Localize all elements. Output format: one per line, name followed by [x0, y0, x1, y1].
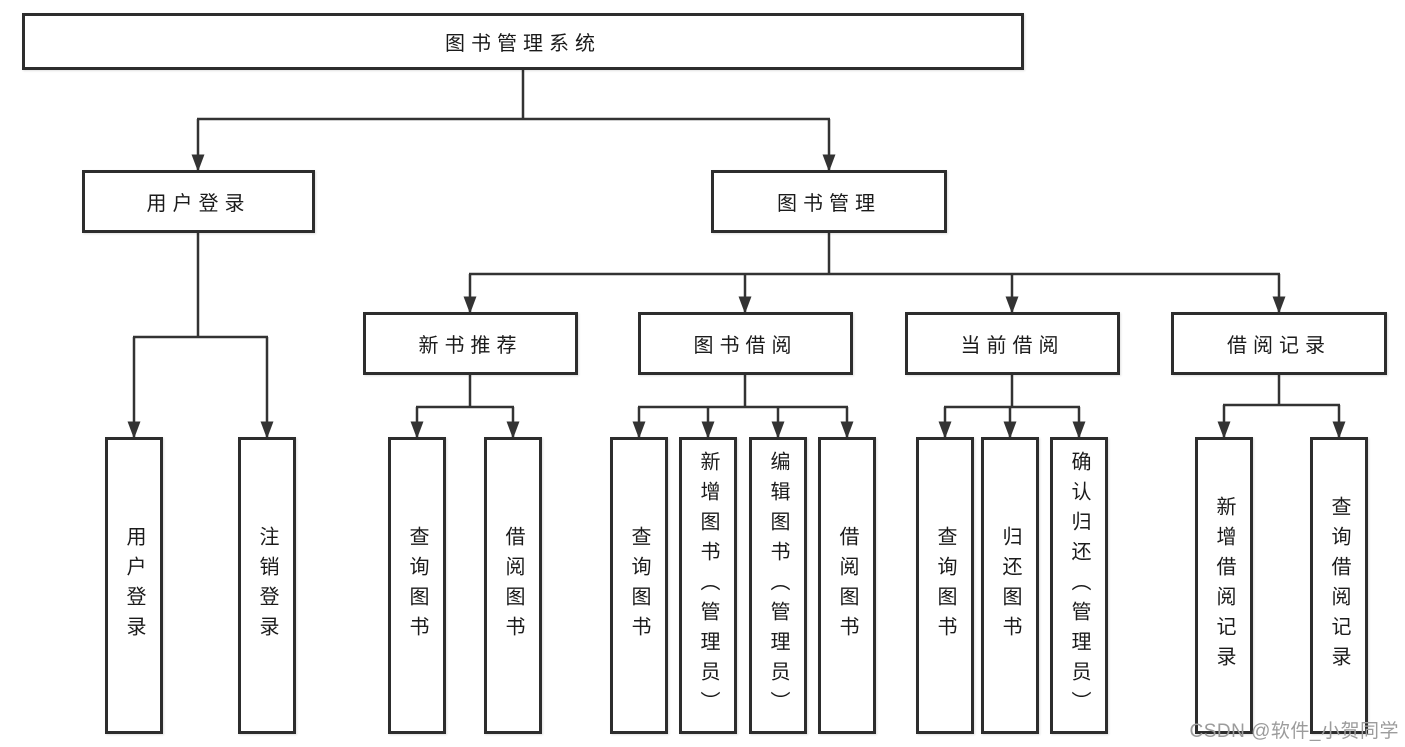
leaf-add-borrow-record-label: 新增借阅记录: [1213, 495, 1235, 676]
leaf-confirm-return-admin-label: 确认归还（管理员）: [1068, 450, 1090, 721]
connector-book-mgmt-to-level3: [463, 233, 1286, 314]
leaf-return-book-label: 归还图书: [999, 525, 1021, 646]
leaf-add-book-admin: 新增图书（管理员）: [679, 437, 737, 734]
leaf-query-book-borrow: 查询图书: [610, 437, 668, 734]
node-borrow-records: 借阅记录: [1171, 312, 1387, 375]
leaf-borrow-book: 借阅图书: [818, 437, 876, 734]
leaf-query-book-current: 查询图书: [916, 437, 974, 734]
node-root: 图书管理系统: [22, 13, 1024, 70]
leaf-borrow-book-recommend-label: 借阅图书: [502, 525, 524, 646]
connector-current-borrow-leaves: [938, 375, 1086, 439]
leaf-return-book: 归还图书: [981, 437, 1039, 734]
node-book-management: 图书管理: [711, 170, 947, 233]
leaf-add-book-admin-label: 新增图书（管理员）: [697, 450, 719, 721]
node-user-login: 用户登录: [82, 170, 315, 233]
leaf-add-borrow-record: 新增借阅记录: [1195, 437, 1253, 734]
leaf-query-borrow-record-label: 查询借阅记录: [1328, 495, 1350, 676]
leaf-query-book-borrow-label: 查询图书: [628, 525, 650, 646]
leaf-user-login-label: 用户登录: [123, 525, 145, 646]
connector-user-login-leaves: [127, 233, 274, 439]
connector-root-to-level2: [191, 70, 836, 172]
node-book-borrow: 图书借阅: [638, 312, 853, 375]
leaf-query-book-recommend: 查询图书: [388, 437, 446, 734]
node-new-book-recommend: 新书推荐: [363, 312, 578, 375]
leaf-edit-book-admin-label: 编辑图书（管理员）: [767, 450, 789, 721]
leaf-borrow-book-recommend: 借阅图书: [484, 437, 542, 734]
leaf-logout-label: 注销登录: [256, 525, 278, 646]
leaf-confirm-return-admin: 确认归还（管理员）: [1050, 437, 1108, 734]
leaf-logout: 注销登录: [238, 437, 296, 734]
leaf-user-login: 用户登录: [105, 437, 163, 734]
connector-borrow-records-leaves: [1217, 375, 1346, 439]
csdn-watermark: CSDN @软件_小贺同学: [1189, 721, 1399, 742]
leaf-query-borrow-record: 查询借阅记录: [1310, 437, 1368, 734]
node-current-borrow: 当前借阅: [905, 312, 1120, 375]
connector-book-borrow-leaves: [632, 375, 854, 439]
connector-new-book-rec-leaves: [410, 375, 520, 439]
leaf-borrow-book-label: 借阅图书: [836, 525, 858, 646]
leaf-edit-book-admin: 编辑图书（管理员）: [749, 437, 807, 734]
leaf-query-book-current-label: 查询图书: [934, 525, 956, 646]
leaf-query-book-recommend-label: 查询图书: [406, 525, 428, 646]
